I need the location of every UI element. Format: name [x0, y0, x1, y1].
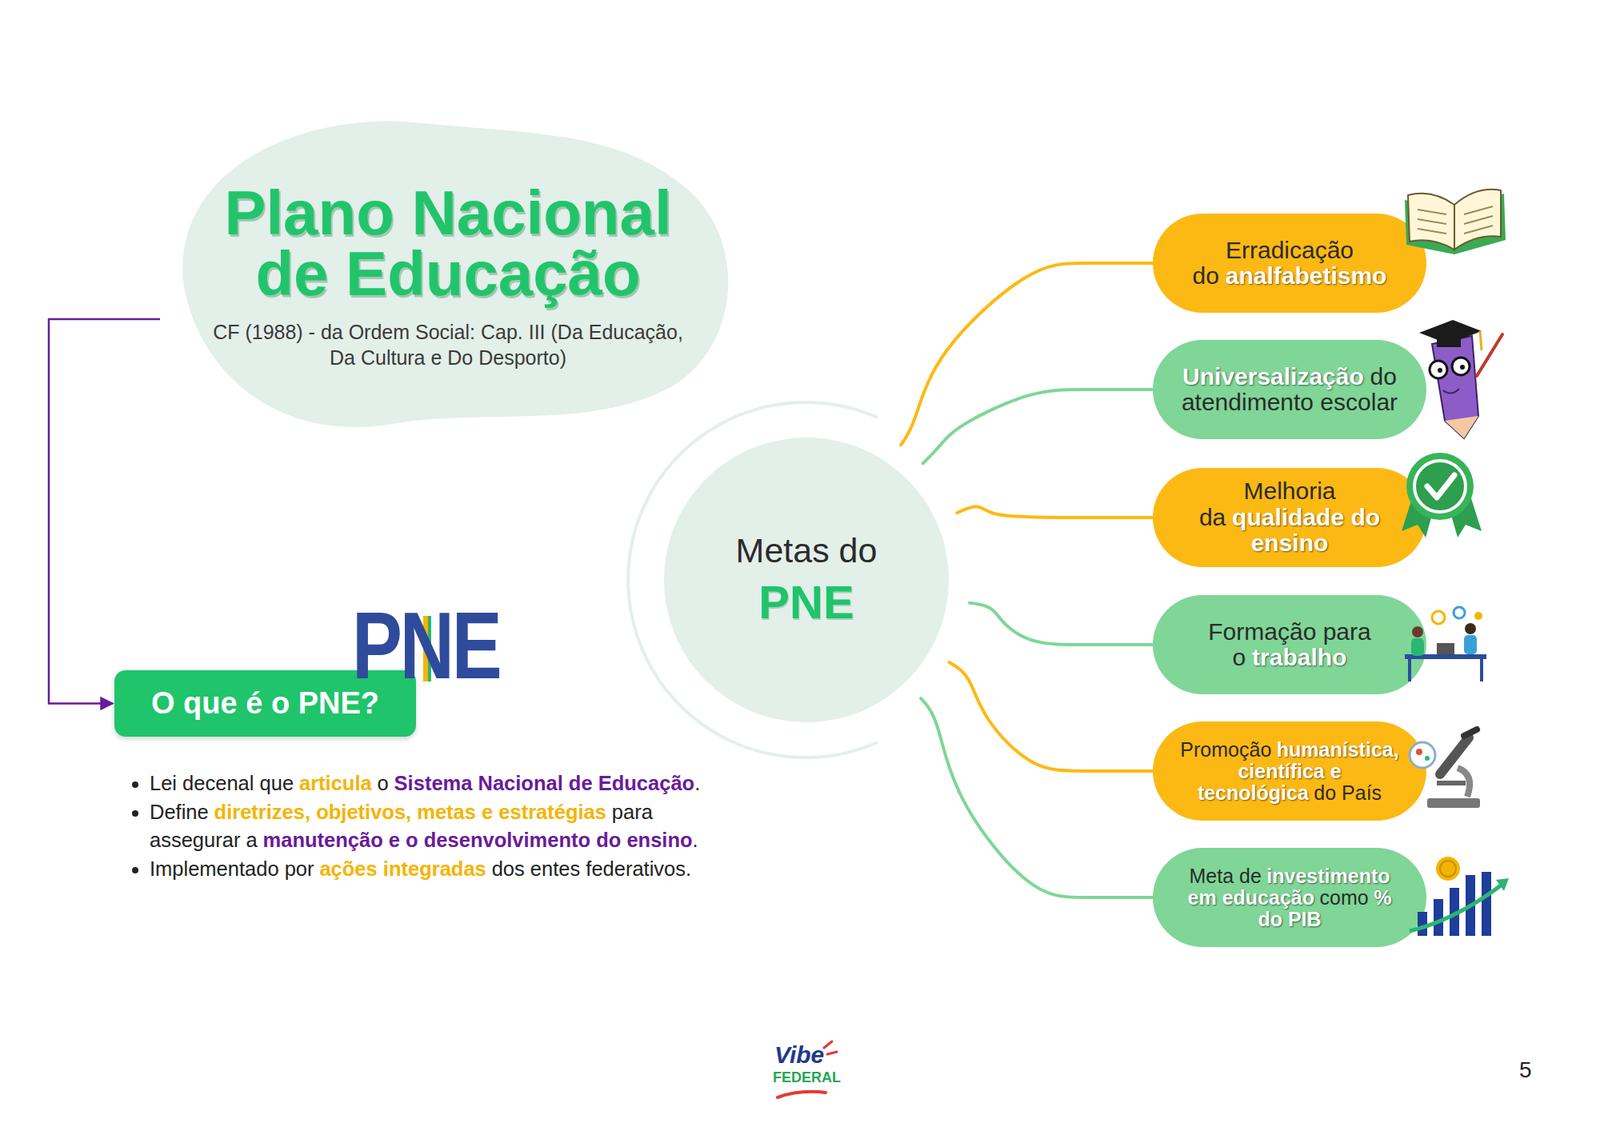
pencil-character-icon: [1419, 320, 1503, 439]
goal-connector: [923, 389, 1153, 464]
page-number: 5: [1519, 1059, 1532, 1082]
goal-text-group: Melhoria daqualidade do ensino: [1180, 478, 1400, 556]
goal-pill: Erradicação doanalfabetismo: [1152, 213, 1427, 313]
bullet-item: Implementado porações integradas dos ente…: [149, 855, 702, 884]
badge-icon: [1401, 452, 1482, 538]
book-icon: [1404, 189, 1506, 255]
goal-connector: [956, 507, 1153, 518]
teamwork-icon: [1404, 607, 1487, 682]
footer-logo-text: FEDERAL: [772, 1070, 841, 1085]
bullet-text: diretrizes, objetivos, metas e estratégi…: [214, 800, 607, 824]
goal-text: como: [1320, 886, 1369, 909]
bullet-text: Lei decenal que: [149, 772, 294, 795]
subtitle-text: CF (1988) - da Ordem Social: Cap. III (D…: [200, 319, 696, 372]
bullet-text: dos entes federativos.: [492, 857, 692, 880]
goal-pill: Promoçãohumanística, científica e tecnol…: [1152, 721, 1427, 821]
goal-text-group: Universalizaçãodo atendimento escolar: [1180, 364, 1400, 416]
goal-connector: [900, 263, 1153, 445]
goal-pill: Universalizaçãodo atendimento escolar: [1152, 340, 1427, 440]
logo-text: PNE: [352, 598, 500, 693]
bullet-item: Definediretrizes, objetivos, metas e est…: [149, 798, 702, 856]
goal-text: Promoção: [1180, 738, 1272, 761]
goal-keyword: Universalização: [1182, 363, 1364, 390]
bracket-arrow: [48, 319, 160, 704]
bullet-text: .: [692, 828, 699, 852]
bullet-text: o: [377, 772, 389, 795]
goal-text: Meta de: [1188, 864, 1261, 888]
bullet-text: Define: [149, 800, 209, 824]
goals-circle: Metas doPNE: [664, 437, 949, 723]
bullet-text: articula: [299, 772, 372, 795]
title-text: Plano Nacional de Educação: [192, 182, 704, 305]
footer-logo-text: Vibe: [774, 1043, 824, 1068]
bullet-list: Lei decenal quearticulaoSistema Nacional…: [116, 769, 702, 884]
goal-connector: [948, 662, 1153, 772]
microscope-icon: [1409, 729, 1480, 808]
bullet-text: Implementado por: [149, 857, 315, 880]
title-blob: Plano Nacional de Educação CF (1988) - da…: [160, 102, 736, 434]
circle-text: Metas do: [736, 531, 878, 571]
bullet-text: manutenção e o desenvolvimento do ensino: [263, 828, 693, 852]
bullet-text: ações integradas: [319, 857, 486, 880]
goal-text-group: Erradicação doanalfabetismo: [1185, 237, 1394, 290]
goal-keyword: analfabetismo: [1225, 262, 1388, 289]
goal-text: do País: [1313, 781, 1382, 804]
goal-pill: Melhoria daqualidade do ensino: [1152, 468, 1427, 568]
bullet-text: Sistema Nacional de Educação: [394, 772, 696, 795]
goal-keyword: qualidade do ensino: [1232, 504, 1380, 556]
goal-text-group: Formação para otrabalho: [1180, 619, 1400, 672]
goal-pill: Formação para otrabalho: [1152, 595, 1427, 695]
circle-acronym: PNE: [758, 575, 854, 629]
goal-connector: [969, 603, 1153, 645]
goal-connector: [920, 698, 1153, 898]
bullet-item: Lei decenal quearticulaoSistema Nacional…: [149, 769, 702, 799]
question-text: O que é o PNE?: [151, 686, 380, 721]
goal-text-group: Meta deinvestimento em educaçãocomo% do …: [1172, 865, 1407, 931]
goal-text-group: Promoçãohumanística, científica e tecnol…: [1172, 739, 1407, 804]
goal-keyword: trabalho: [1252, 644, 1347, 671]
growth-chart-icon: [1409, 856, 1509, 936]
bullet-text: .: [694, 772, 700, 795]
goal-pill: Meta deinvestimento em educaçãocomo% do …: [1152, 848, 1427, 948]
